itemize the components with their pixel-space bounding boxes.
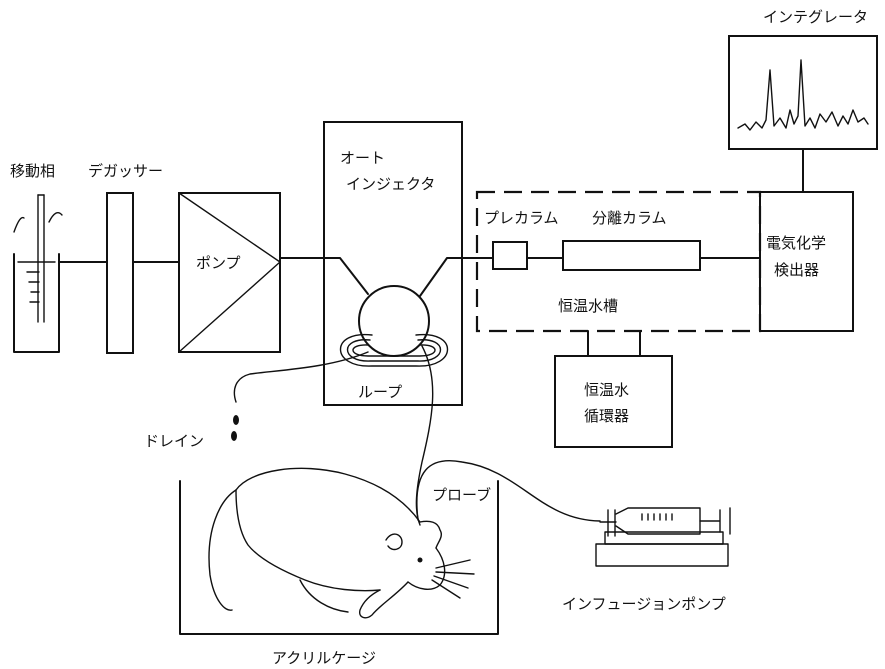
tube-pump-injector — [279, 257, 369, 295]
tube-injector-precolumn — [419, 257, 494, 297]
infusion-pump-label: インフュージョンポンプ — [562, 595, 726, 613]
acrylic-cage — [179, 480, 499, 635]
drain-droplet-1 — [233, 415, 239, 425]
integrator-box — [728, 35, 878, 150]
ec-detector-box — [759, 191, 854, 332]
rat-illustration — [208, 467, 475, 619]
integrator-label: インテグレータ — [763, 8, 868, 26]
separation-column-label: 分離カラム — [592, 209, 667, 227]
chromatogram-trace — [737, 59, 869, 131]
ec-detector-label-line2: 検出器 — [774, 261, 819, 279]
precolumn-box — [492, 241, 528, 270]
drain-label: ドレイン — [144, 432, 204, 450]
acrylic-cage-label: アクリルケージ — [272, 649, 376, 667]
probe-inlet-tube — [416, 460, 601, 522]
injector-valve — [358, 285, 430, 357]
degasser-box — [106, 192, 134, 354]
circulator-tubes — [587, 330, 641, 357]
circulator-label-line1: 恒温水 — [584, 381, 629, 399]
pump-label: ポンプ — [196, 254, 241, 272]
probe-label: プローブ — [432, 486, 491, 504]
circulator-box — [554, 355, 673, 448]
probe-outlet-tube — [415, 345, 434, 526]
separation-column-box — [562, 240, 701, 271]
autoinjector-label-line1: オート — [340, 149, 385, 167]
infusion-pump — [595, 507, 731, 567]
mobile-phase-label: 移動相 — [10, 162, 55, 180]
degasser-label: デガッサー — [88, 162, 163, 180]
drain-droplet-2 — [231, 431, 237, 441]
mobile-phase-reservoir — [13, 194, 63, 353]
autoinjector-label-line2: インジェクタ — [346, 175, 435, 193]
ec-detector-label-line1: 電気化学 — [766, 234, 826, 252]
circulator-label-line2: 循環器 — [584, 407, 629, 425]
sample-loop — [339, 333, 449, 367]
pump-box — [178, 192, 281, 353]
loop-label: ループ — [358, 383, 402, 401]
thermostat-bath-label: 恒温水槽 — [558, 297, 618, 315]
autoinjector-box — [323, 121, 463, 406]
precolumn-label: プレカラム — [484, 209, 559, 227]
drain-tube — [233, 351, 369, 403]
